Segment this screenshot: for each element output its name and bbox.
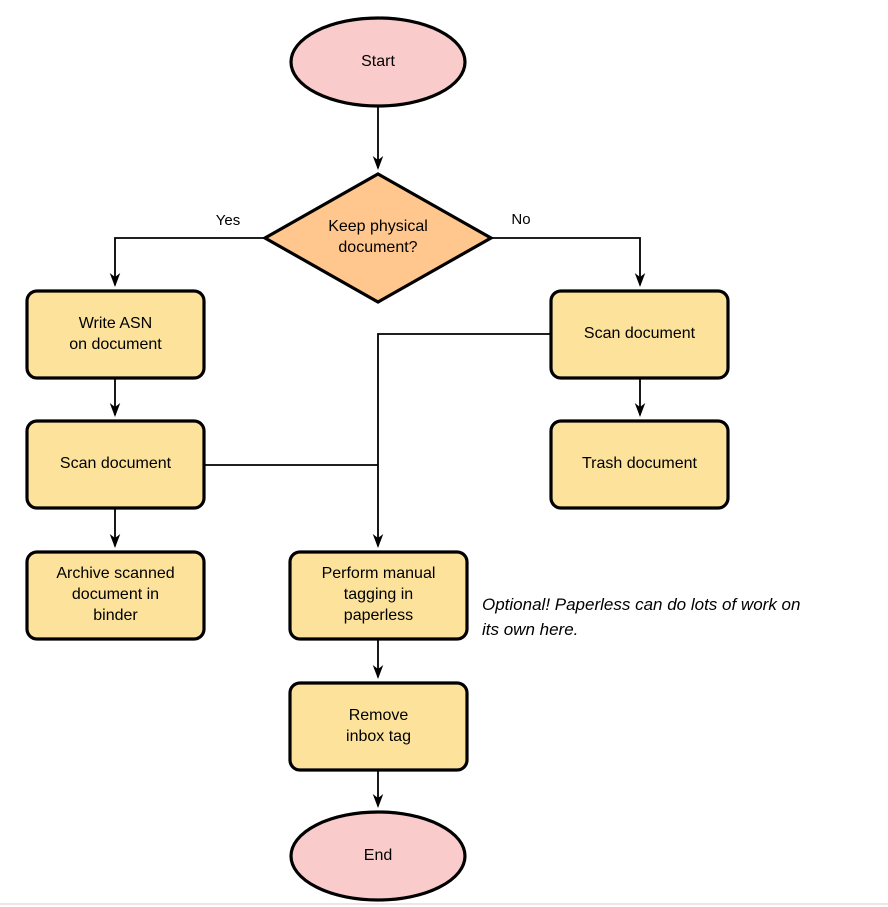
node-decision-shape [261,172,495,304]
node-start-shape [289,16,467,108]
node-remove-inbox-shape [288,681,469,772]
bottom-divider [0,903,888,905]
node-write-asn-shape [25,289,206,380]
edge-scan-right-to-tagging [372,333,551,548]
node-tagging-shape [288,550,469,641]
node-scan-right-shape [549,289,730,380]
node-archive-shape [25,550,206,641]
node-trash-shape [549,419,730,510]
node-end-shape [289,810,467,902]
edge-decision-no-to-scan-right [491,237,646,287]
optional-annotation: Optional! Paperless can do lots of work … [482,595,801,639]
edge-decision-yes-to-write-asn [109,237,265,287]
node-scan-left-shape [25,419,206,510]
